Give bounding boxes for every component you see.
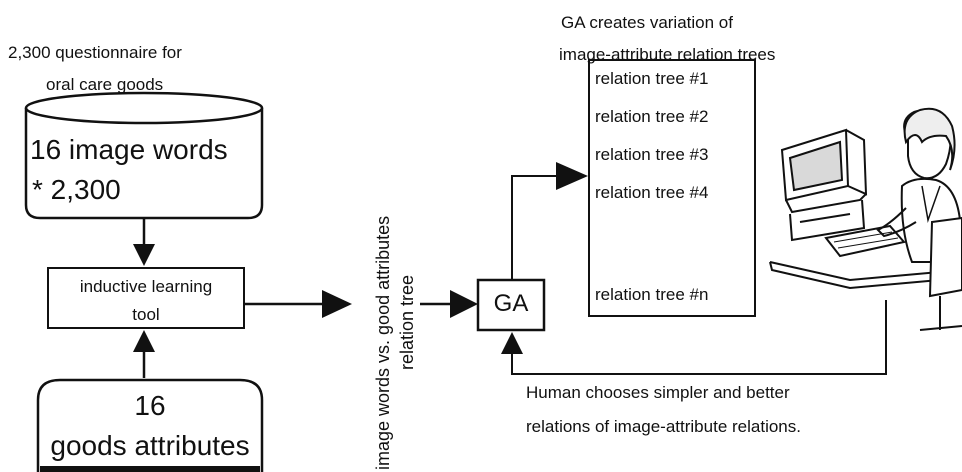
learning-tool-box bbox=[47, 267, 245, 329]
arrow-relation-to-ga-head bbox=[450, 290, 478, 318]
human-caption-line2: relations of image-attribute relations. bbox=[526, 417, 801, 436]
arrow-db-to-tool-head bbox=[133, 244, 155, 266]
ga-caption-line2: image-attribute relation trees bbox=[559, 45, 776, 64]
arrow-attr-to-tool-head bbox=[133, 330, 155, 352]
relation-tree-item: relation tree #2 bbox=[595, 107, 709, 126]
ga-label: GA bbox=[493, 290, 529, 317]
arrow-tool-to-relation-head bbox=[322, 290, 352, 318]
ga-caption-line1: GA creates variation of bbox=[561, 13, 733, 32]
database-content-line1: 16 image words bbox=[30, 134, 228, 165]
arrow-human-to-ga bbox=[511, 300, 887, 375]
human-caption-line1: Human chooses simpler and better bbox=[526, 383, 790, 402]
arrow-human-to-ga-head bbox=[501, 332, 523, 354]
attributes-count: 16 bbox=[134, 390, 166, 421]
database-cylinder bbox=[24, 91, 264, 220]
attributes-box bbox=[36, 378, 264, 472]
relation-trees-box bbox=[588, 59, 756, 317]
database-caption-line2: oral care goods bbox=[46, 75, 164, 94]
learning-tool-line1: inductive learning bbox=[79, 277, 213, 296]
relation-tree-item: relation tree #n bbox=[595, 285, 709, 304]
attributes-box-base bbox=[40, 466, 260, 472]
arrow-ga-to-trees-head bbox=[556, 162, 588, 190]
relation-label-line2: relation tree bbox=[397, 274, 417, 370]
arrow-ga-to-trees bbox=[511, 175, 566, 280]
relation-tree-item: relation tree #4 bbox=[595, 183, 709, 202]
database-caption-line1: 2,300 questionnaire for bbox=[8, 43, 182, 62]
attributes-label: goods attributes bbox=[50, 430, 250, 461]
person-at-computer-icon bbox=[769, 107, 962, 331]
relation-label-line1: image words vs. good attributes bbox=[373, 215, 393, 470]
database-content-line2: * 2,300 bbox=[32, 174, 121, 205]
learning-tool-line2: tool bbox=[132, 305, 160, 324]
relation-tree-item: relation tree #1 bbox=[595, 69, 709, 88]
relation-tree-item: relation tree #3 bbox=[595, 145, 709, 164]
